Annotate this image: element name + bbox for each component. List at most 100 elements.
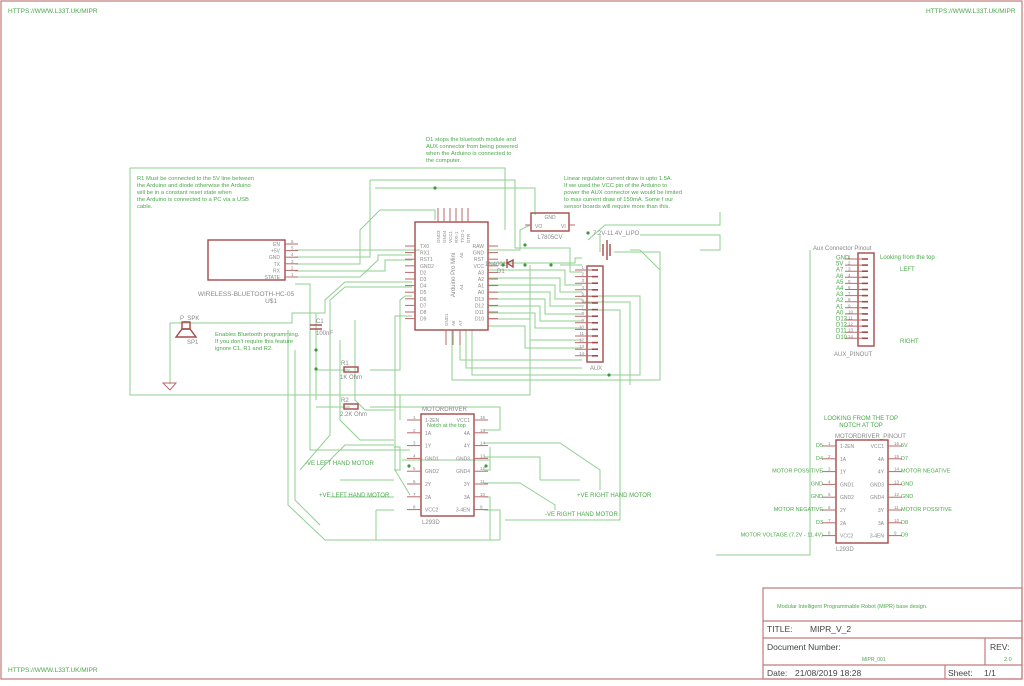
motordriver-pin-number: 11 — [480, 479, 485, 484]
md-pinout-body[interactable] — [835, 439, 889, 544]
aux-pinout-net: A3 — [836, 292, 844, 298]
aux-pinout-net: D12 — [836, 323, 848, 329]
diode-d1[interactable]: 1N4001 D1 — [485, 258, 514, 275]
bluetooth-pin-label: +5V — [271, 249, 281, 255]
motordriver-pin-1a: 1A — [425, 431, 432, 437]
svg-text:AUX connector from being power: AUX connector from being powered — [426, 144, 518, 150]
c1-ref: C1 — [316, 319, 324, 325]
aux-pinout-number: 1 — [848, 255, 851, 260]
label-pos-left-motor: +VE LEFT HAND MOTOR — [319, 493, 390, 499]
motordriver-pin-number: 10 — [894, 518, 900, 523]
motordriver-pin-4y: 4Y — [878, 470, 885, 476]
speaker-ref: SP1 — [187, 340, 199, 346]
motordriver-part: L293D — [422, 520, 440, 526]
aux-pinout-net: 5V — [836, 262, 843, 268]
arduino-pin-gnd2: GND2 — [420, 264, 434, 270]
arduino-pro-mini[interactable]: Arduino Pro Mini TX0RX1RST1GND2D2D3D4D5D… — [405, 208, 498, 345]
svg-text:Linear regulator current draw: Linear regulator current draw is upto 1.… — [564, 176, 673, 182]
aux-pin-number: 1 — [581, 265, 584, 270]
tb-title: MIPR_V_2 — [810, 624, 851, 634]
svg-text:the Arduino and diode otherwis: the Arduino and diode otherwise the Ardu… — [137, 183, 251, 189]
motordriver-pin-number: 13 — [894, 479, 900, 484]
tb-title-label: TITLE: — [767, 624, 793, 634]
aux-body[interactable] — [586, 265, 604, 363]
bluetooth-body[interactable] — [207, 239, 286, 281]
arduino-pin-a2: A2 — [478, 277, 484, 283]
aux-pinout-number: 8 — [848, 297, 851, 302]
url-bottom-left[interactable]: HTTPS://WWW.L33T.UK/MIPR — [8, 667, 98, 674]
motordriver-pin-number: 2 — [413, 428, 416, 433]
motordriver-pin-3y: 3Y — [878, 508, 885, 514]
voltage-regulator[interactable]: GND VO VI L7805CV — [525, 212, 575, 241]
arduino-pin-d12: D12 — [475, 303, 484, 309]
motordriver-pin-net: D7 — [901, 456, 908, 462]
bluetooth-pin-number: 3 — [291, 259, 294, 264]
arduino-pin-gnd1: GND1 — [444, 313, 449, 326]
motordriver-pin-net: MOTOR VOLTAGE (7.2V - 11.4V) — [741, 533, 824, 539]
motordriver-pin-number: 8 — [828, 531, 831, 536]
speaker[interactable]: P_SPK SP1 — [161, 316, 199, 391]
motordriver-pin-net: MOTOR POSSITIVE — [901, 507, 952, 513]
motordriver-pin-net: D8 — [901, 520, 908, 526]
aux-pinout-number: 13 — [848, 328, 854, 333]
tb-date: 21/08/2019 18:28 — [795, 668, 861, 678]
url-top-right[interactable]: HTTPS://WWW.L33T.UK/MIPR — [926, 8, 1016, 15]
svg-text:If we used the VCC pin of the: If we used the VCC pin of the Arduino to — [564, 183, 667, 189]
motordriver-pin-number: 4 — [828, 479, 831, 484]
svg-text:R1 Must be connected to the 5V: R1 Must be connected to the 5V line betw… — [137, 176, 254, 182]
svg-text:will be in a constant reset st: will be in a constant reset state when — [136, 190, 232, 196]
svg-text:ignore C1, R1 and R2.: ignore C1, R1 and R2. — [215, 346, 273, 352]
aux-right-note: RIGHT — [900, 339, 919, 345]
bluetooth-pin-number: 1 — [291, 272, 294, 277]
url-top-left[interactable]: HTTPS://WWW.L33T.UK/MIPR — [8, 8, 98, 15]
svg-text:the computer.: the computer. — [426, 158, 462, 164]
motor-driver[interactable]: MOTORDRIVER Notch at the top L293D 1-2EN… — [407, 407, 488, 526]
arduino-pin-d9: D9 — [420, 317, 427, 323]
label-neg-right-motor: -VE RIGHT HAND MOTOR — [545, 512, 618, 518]
md-pinout-name: MOTORDRIVER_PINOUT — [835, 434, 906, 440]
motordriver-pin-net: D9 — [901, 533, 908, 539]
motordriver-pin-net: MOTOR NEGATIVE — [901, 469, 951, 475]
label-neg-left-motor: -VE LEFT HAND MOTOR — [305, 461, 374, 467]
resistor-r1[interactable]: R1 1K Ohm — [340, 361, 362, 381]
aux-pinout-net: A7 — [836, 268, 844, 274]
battery[interactable]: 7.2V-11.4V_LIPO — [593, 231, 640, 260]
svg-text:D1 stops the bluetooth module: D1 stops the bluetooth module and — [426, 137, 516, 143]
motordriver-pin-number: 3 — [413, 441, 416, 446]
aux-pinout-body[interactable] — [857, 252, 875, 347]
aux-pinout-net: D13 — [836, 317, 848, 323]
note-bt-programming: Enables Bluetooth programming. If you do… — [215, 332, 300, 352]
tb-rev: 2.0 — [1004, 657, 1012, 663]
capacitor-c1[interactable]: C1 100nF — [310, 319, 333, 337]
aux-pinout-net: GND — [836, 256, 850, 262]
aux-pinout-name: AUX_PINOUT — [834, 352, 873, 358]
motordriver-pin-number: 4 — [413, 453, 416, 458]
arduino-pin-tx0: TX0 — [420, 244, 429, 250]
motordriver-body[interactable] — [420, 413, 475, 517]
svg-text:sensor boards will require mor: sensor boards will require more than thi… — [564, 204, 670, 210]
motordriver-pin-gnd2: GND2 — [840, 495, 854, 501]
c1-value: 100nF — [316, 331, 333, 337]
motordriver-pin-gnd4: GND4 — [870, 495, 884, 501]
aux-pinout-number: 6 — [848, 285, 851, 290]
aux-pin-number: 12 — [579, 338, 585, 343]
arduino-body[interactable] — [414, 221, 489, 331]
regulator-body[interactable] — [530, 212, 570, 232]
ground-symbol — [161, 382, 178, 391]
aux-pin-number: 3 — [581, 278, 584, 283]
motordriver-pinout[interactable]: LOOKING FROM THE TOP NOTCH AT TOP MOTORD… — [741, 416, 953, 553]
resistor-r2[interactable]: R2 2.2K Ohm — [340, 398, 367, 418]
r1-value: 1K Ohm — [340, 375, 362, 381]
aux-pin-number: 5 — [581, 291, 584, 296]
arduino-pin-dtr: DTR — [466, 233, 471, 243]
arduino-pin-d6: D6 — [420, 297, 427, 303]
arduino-pin-a7: A7 — [458, 320, 463, 326]
svg-text:cable.: cable. — [137, 204, 153, 210]
motordriver-pin-vcc2: VCC2 — [425, 508, 439, 514]
arduino-pin-vcc: VCC — [473, 264, 484, 270]
motordriver-pin-2y: 2Y — [425, 482, 432, 488]
